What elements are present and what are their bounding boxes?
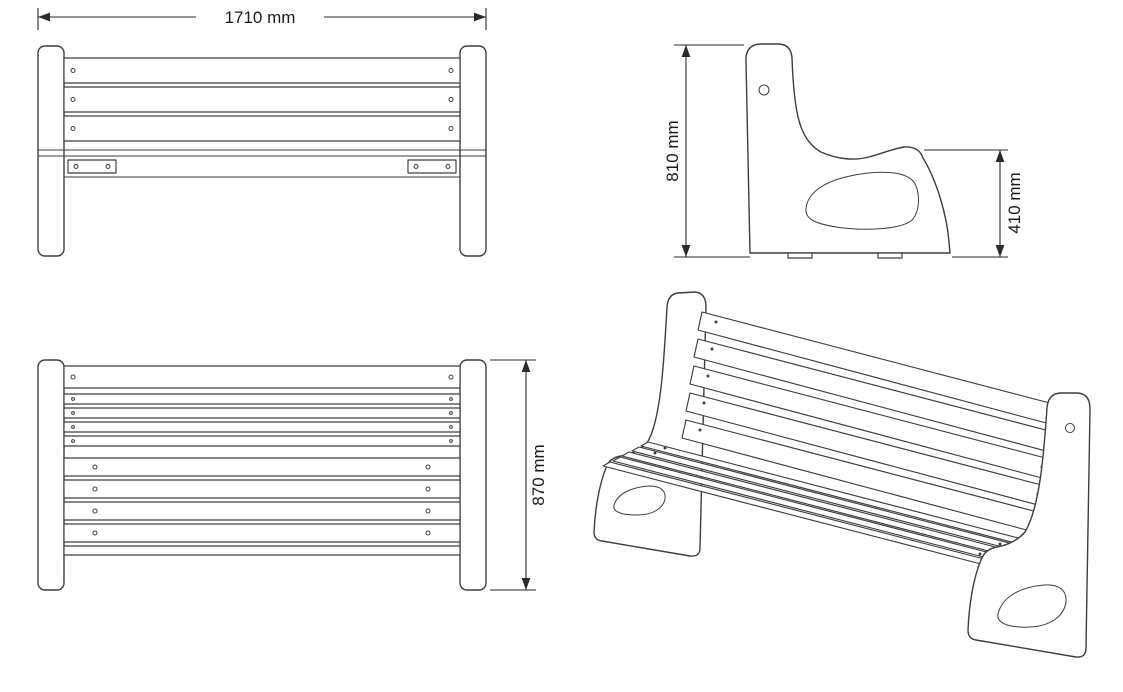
screw-hole: [425, 486, 431, 492]
screw-hole: [92, 508, 98, 514]
screw-hole: [425, 530, 431, 536]
screw-hole: [698, 428, 702, 432]
screw-hole: [663, 446, 667, 450]
plan-view: 1710 mm: [37, 8, 487, 257]
seat-height-dimension-label: 410 mm: [1005, 172, 1024, 233]
back-slat: [63, 393, 461, 405]
screw-hole: [710, 347, 714, 351]
screw-hole: [445, 164, 451, 169]
back-slat: [63, 86, 461, 113]
back-slat: [63, 57, 461, 84]
screw-hole: [449, 397, 453, 401]
far-hand-cutout: [613, 485, 666, 516]
back-slat: [63, 421, 461, 433]
side-view: 810 mm 410 mm: [663, 43, 1024, 259]
overall-height-dimension: 870 mm: [490, 359, 548, 591]
screw-hole: [448, 97, 454, 102]
screw-hole: [92, 486, 98, 492]
length-dimension: 1710 mm: [37, 8, 487, 30]
back-slat: [63, 407, 461, 419]
left-side-panel-edge: [37, 45, 65, 257]
mounting-bracket: [407, 159, 457, 174]
screw-hole: [714, 320, 718, 324]
screw-hole: [448, 374, 454, 380]
screw-hole: [413, 164, 419, 169]
foot: [877, 252, 903, 259]
screw-hole: [73, 164, 79, 169]
screw-hole: [449, 439, 453, 443]
near-side-panel: [967, 392, 1091, 658]
screw-hole: [71, 425, 75, 429]
back-height-dimension-label: 810 mm: [663, 120, 682, 181]
top-back-slat: [63, 365, 461, 389]
screw-hole: [998, 542, 1002, 546]
overall-height-dimension-label: 870 mm: [529, 444, 548, 505]
screw-hole: [92, 464, 98, 470]
seat-slat: [63, 479, 461, 499]
seat-slat: [63, 457, 461, 477]
screw-hole: [425, 508, 431, 514]
mounting-bracket: [67, 159, 117, 174]
side-panel-profile: [745, 43, 951, 254]
screw-hole: [70, 97, 76, 102]
screw-hole: [70, 68, 76, 73]
screw-hole: [653, 451, 657, 455]
screw-hole: [702, 401, 706, 405]
hand-cutout: [805, 171, 919, 230]
panel-hole: [1065, 423, 1075, 433]
right-leg-panel: [459, 359, 487, 591]
back-slat: [63, 115, 461, 142]
back-slat: [63, 435, 461, 447]
screw-hole: [449, 425, 453, 429]
front-view: 870 mm: [37, 359, 548, 591]
isometric-view: [593, 291, 1091, 658]
screw-hole: [448, 68, 454, 73]
seat-height-dimension: 410 mm: [924, 149, 1024, 258]
left-leg-panel: [37, 359, 65, 591]
screw-hole: [71, 397, 75, 401]
foot: [787, 252, 813, 259]
seat-slat: [63, 501, 461, 521]
length-dimension-label: 1710 mm: [225, 8, 296, 27]
screw-hole: [706, 374, 710, 378]
screw-hole: [70, 374, 76, 380]
screw-hole: [71, 439, 75, 443]
screw-hole: [105, 164, 111, 169]
screw-hole: [449, 411, 453, 415]
panel-hole: [758, 84, 770, 96]
screw-hole: [978, 552, 982, 556]
screw-hole: [425, 464, 431, 470]
right-side-panel-edge: [459, 45, 487, 257]
screw-hole: [448, 126, 454, 131]
screw-hole: [92, 530, 98, 536]
far-side-panel: [593, 291, 707, 557]
back-height-dimension: 810 mm: [663, 44, 750, 258]
near-hand-cutout: [997, 584, 1067, 628]
screw-hole: [71, 411, 75, 415]
screw-hole: [70, 126, 76, 131]
seat-rail: [63, 545, 461, 556]
seat-slat: [63, 523, 461, 543]
